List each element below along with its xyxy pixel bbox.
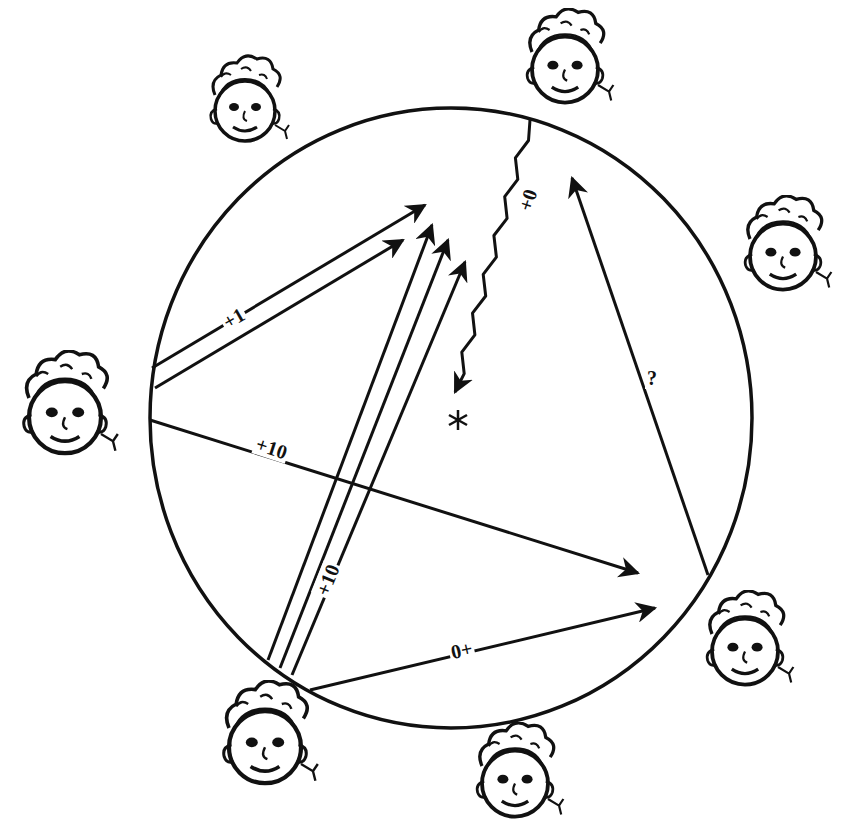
star-symbol bbox=[449, 410, 467, 430]
arrow bbox=[152, 205, 425, 368]
arrow-label: ? bbox=[645, 367, 659, 389]
arrow-label: +10 bbox=[311, 559, 345, 600]
arrow-label: 0+ bbox=[447, 636, 477, 663]
arrow bbox=[292, 262, 465, 675]
table-circle bbox=[150, 108, 752, 728]
face bbox=[707, 591, 793, 685]
arrow bbox=[155, 240, 403, 388]
arrow bbox=[150, 420, 638, 573]
arrow bbox=[280, 240, 448, 668]
arrow bbox=[310, 608, 655, 690]
arrow bbox=[268, 225, 432, 660]
face bbox=[745, 196, 831, 290]
wavy-arrow bbox=[455, 120, 530, 392]
arrows bbox=[150, 120, 708, 690]
face bbox=[224, 681, 318, 783]
face bbox=[527, 9, 613, 103]
arrow-label: +10 bbox=[252, 432, 292, 464]
face bbox=[24, 351, 118, 453]
face bbox=[477, 723, 563, 817]
arrow-label: +0 bbox=[514, 185, 543, 216]
face bbox=[211, 56, 289, 141]
arrow-label: +1 bbox=[217, 302, 250, 334]
arrow bbox=[572, 178, 708, 575]
